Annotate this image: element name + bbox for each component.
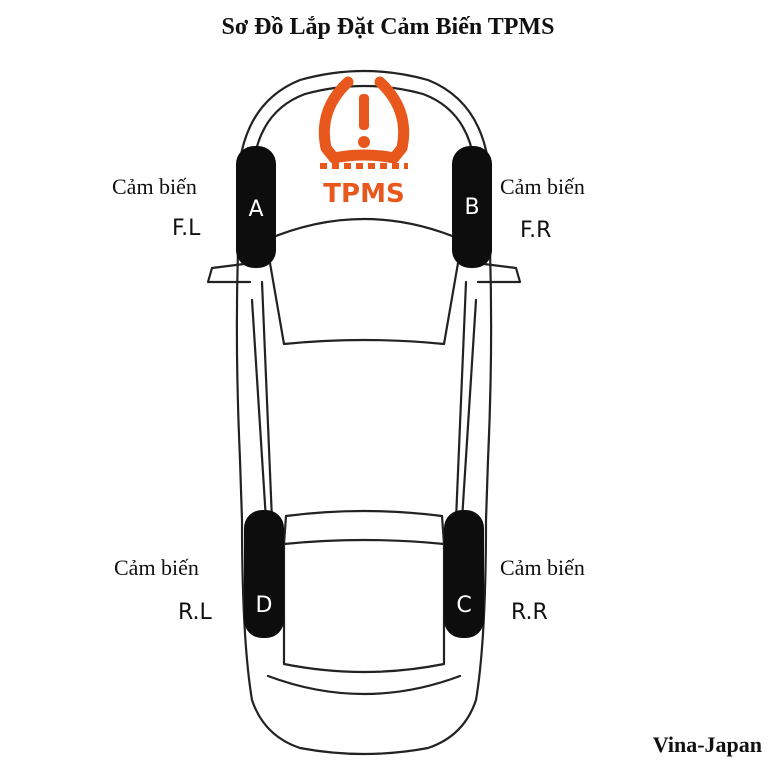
wheel-front-right: B [452,146,492,268]
rear-window [282,509,446,546]
wheel-letter-b: B [464,195,479,220]
windshield [264,217,464,346]
wheel-rear-right: C [444,510,484,638]
right-mirror [476,262,522,284]
left-mirror [206,262,252,284]
sensor-label-rear-left: Cảm biến [114,555,199,580]
position-front-left: F.L [172,216,201,241]
brand-watermark: Vina-Japan [652,732,762,757]
car-body-outline [235,69,493,756]
sensor-label-rear-right: Cảm biến [500,555,585,580]
wheel-front-left: A [236,146,276,268]
wheel-rear-left: D [244,510,284,638]
position-front-right: F.R [520,218,552,243]
wheel-letter-c: C [456,593,471,618]
wheel-letter-a: A [248,197,263,222]
sensor-label-front-right: Cảm biến [500,174,585,199]
tpms-label: TPMS [323,179,404,209]
position-rear-left: R.L [178,600,212,625]
sensor-label-front-left: Cảm biến [112,174,197,199]
position-rear-right: R.R [511,600,548,625]
diagram-title: Sơ Đồ Lắp Đặt Cảm Biến TPMS [221,14,555,40]
wheel-letter-d: D [256,593,273,618]
tpms-warning-icon: TPMS [318,76,410,209]
